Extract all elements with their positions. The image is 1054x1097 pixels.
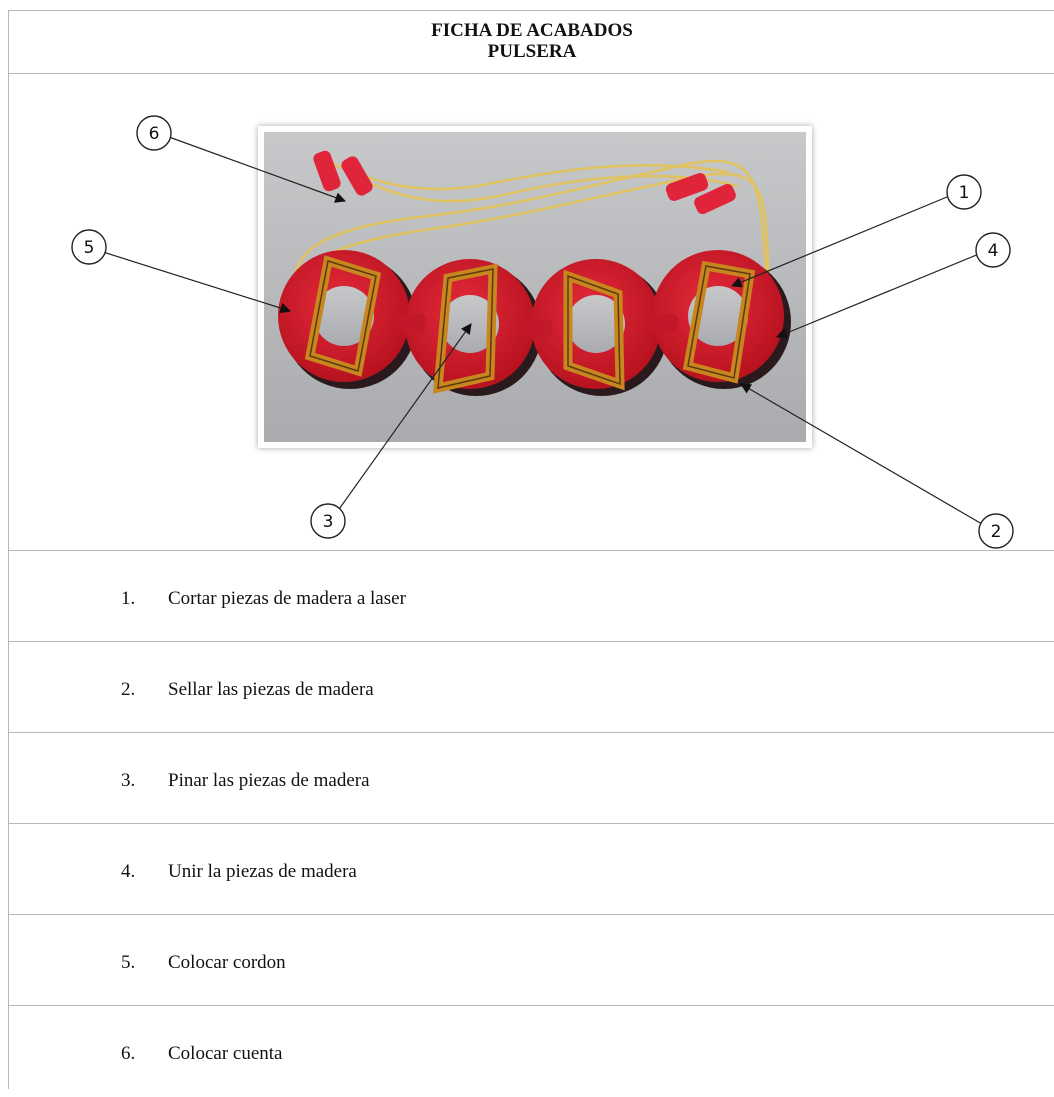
step-text: Pinar las piezas de madera — [168, 770, 370, 791]
step-number: 2. — [121, 679, 136, 700]
step-number: 3. — [121, 770, 136, 791]
step-text: Unir la piezas de madera — [168, 861, 357, 882]
step-text: Cortar piezas de madera a laser — [168, 588, 406, 609]
callout-circle-4 — [975, 232, 1011, 268]
wood-frame-edges — [309, 260, 751, 389]
callout-circle-6 — [136, 115, 172, 151]
leader-line-1 — [731, 196, 948, 288]
sheet-title: FICHA DE ACABADOS PULSERA — [9, 11, 1054, 74]
callout-label-3: 3 — [323, 512, 334, 532]
step-number: 4. — [121, 861, 136, 882]
callout-layer: 6 5 1 4 2 3 — [71, 115, 1014, 549]
step-row: 5. Colocar cordon — [9, 915, 1054, 1006]
callout-label-1: 1 — [959, 183, 970, 203]
finishing-sheet: FICHA DE ACABADOS PULSERA — [8, 10, 1054, 1089]
title-line-1: FICHA DE ACABADOS — [431, 20, 633, 41]
beads — [313, 150, 736, 215]
callout-label-5: 5 — [84, 238, 95, 258]
step-row: 1. Cortar piezas de madera a laser — [9, 551, 1054, 642]
leader-line-2 — [740, 383, 983, 525]
callout-circle-1 — [946, 174, 982, 210]
callout-circle-2 — [978, 513, 1014, 549]
step-text: Colocar cuenta — [168, 1043, 283, 1064]
callout-circle-3 — [310, 503, 346, 539]
figure-cell: 6 5 1 4 2 3 — [9, 74, 1054, 551]
leader-line-5 — [102, 251, 292, 314]
ring-connectors — [398, 314, 678, 337]
callout-circle-5 — [71, 229, 107, 265]
step-number: 5. — [121, 952, 136, 973]
callout-label-2: 2 — [991, 522, 1002, 542]
callout-label-4: 4 — [988, 241, 999, 261]
step-text: Sellar las piezas de madera — [168, 679, 374, 700]
step-text: Colocar cordon — [168, 952, 286, 973]
callout-label-6: 6 — [149, 124, 160, 144]
step-row: 4. Unir la piezas de madera — [9, 824, 1054, 915]
leader-line-6 — [168, 136, 347, 203]
title-line-2: PULSERA — [487, 41, 577, 62]
leader-line-3 — [336, 323, 472, 513]
step-row: 3. Pinar las piezas de madera — [9, 733, 1054, 824]
step-row: 2. Sellar las piezas de madera — [9, 642, 1054, 733]
step-number: 1. — [121, 588, 136, 609]
leader-line-4 — [776, 253, 980, 339]
step-row: 6. Colocar cuenta — [9, 1006, 1054, 1097]
step-number: 6. — [121, 1043, 136, 1064]
